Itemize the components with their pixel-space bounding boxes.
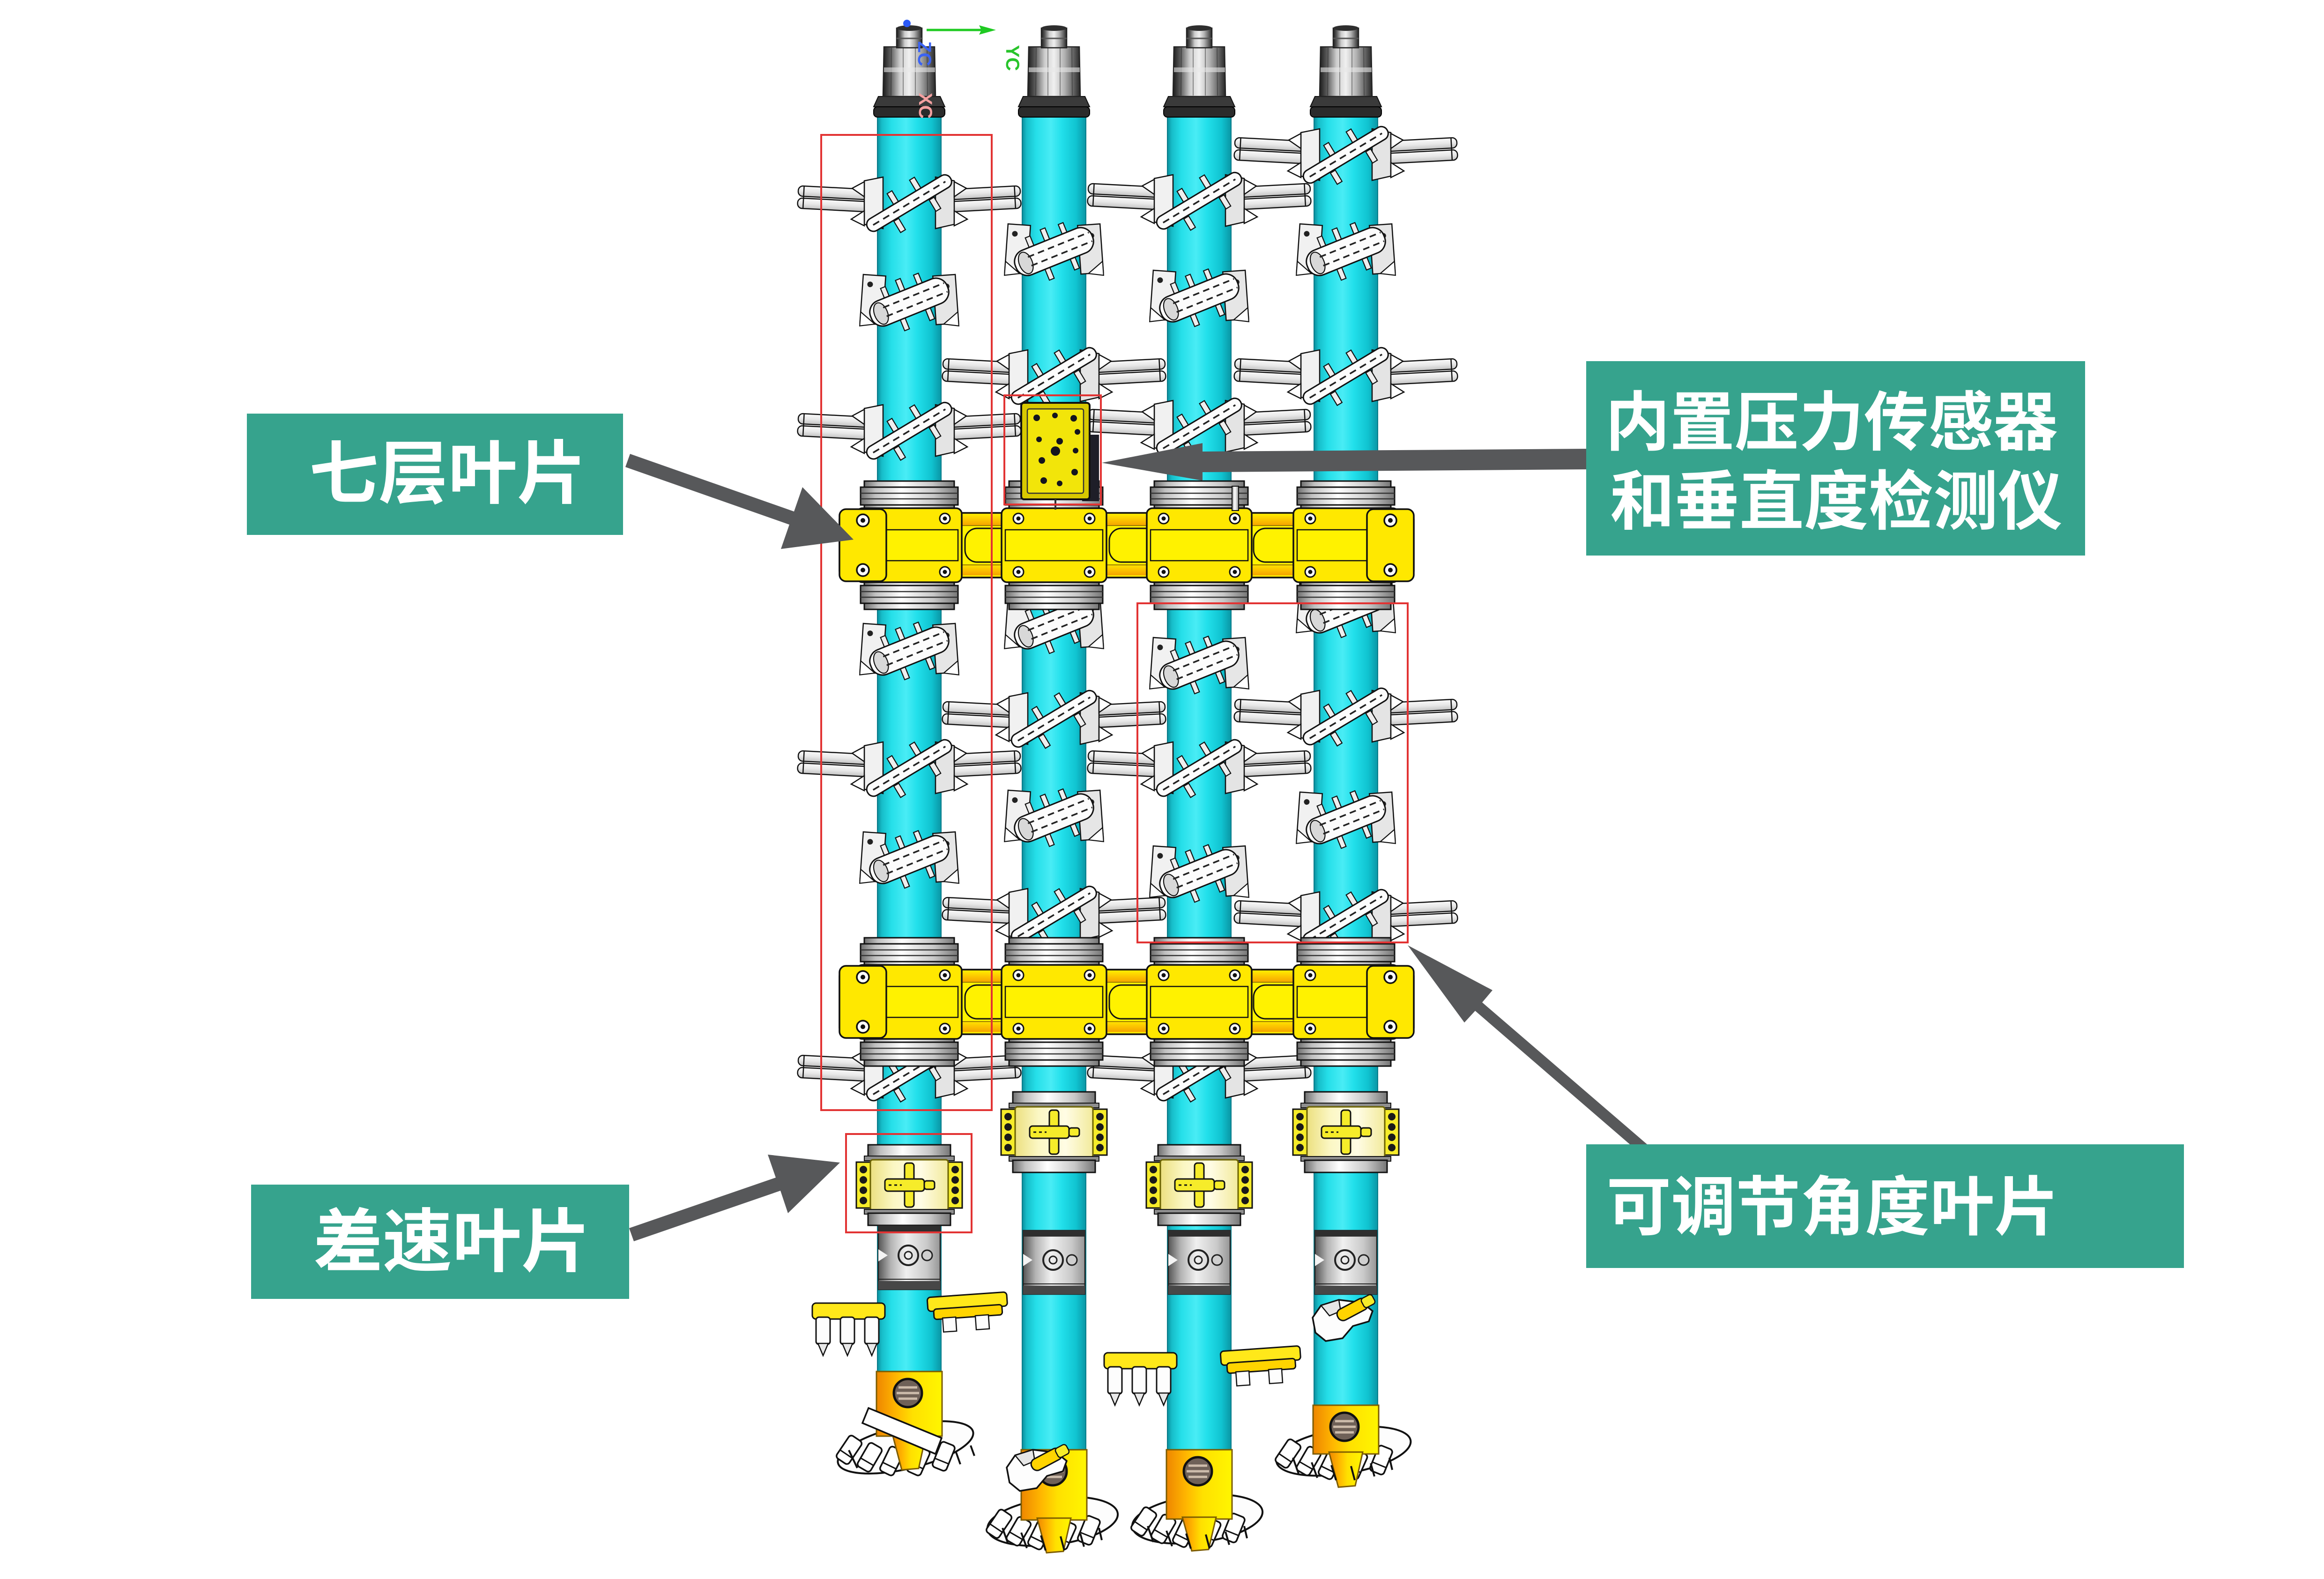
svg-text:YC: YC <box>1002 45 1023 71</box>
svg-text:XC: XC <box>915 93 936 119</box>
svg-text:ZC: ZC <box>914 41 935 66</box>
